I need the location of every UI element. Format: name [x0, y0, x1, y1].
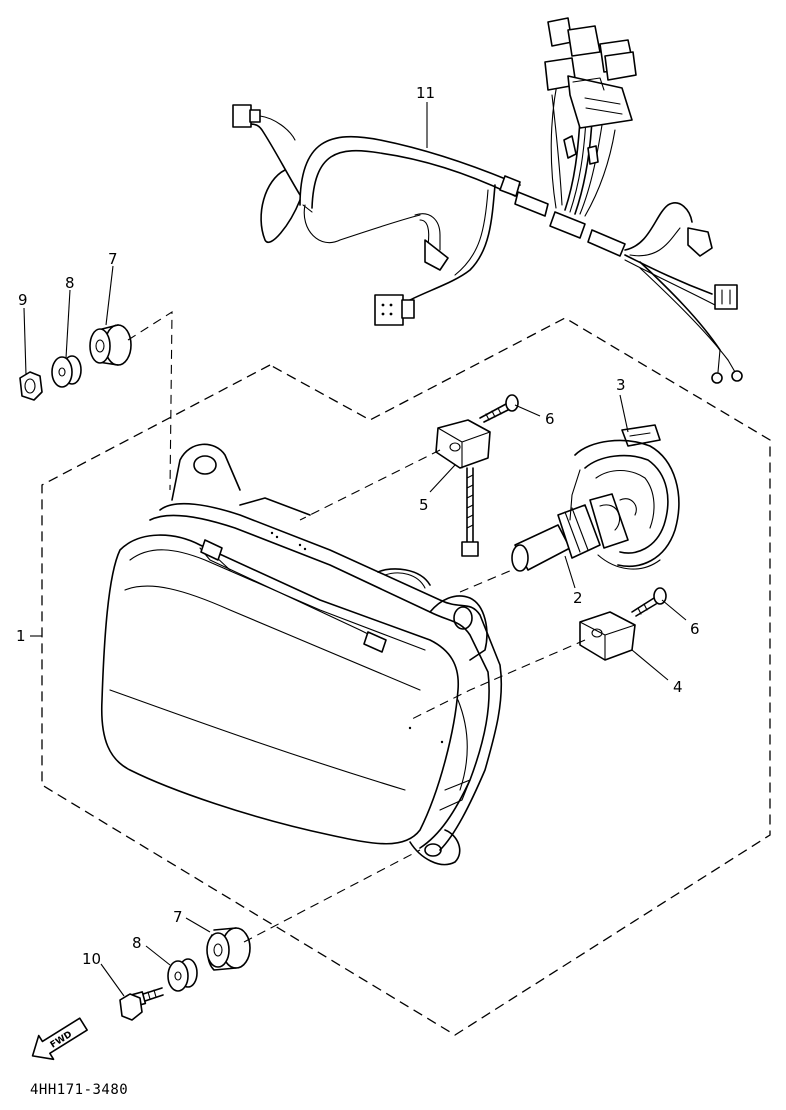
connector-icon	[714, 284, 738, 310]
callout-6: 6	[545, 410, 555, 428]
callout-5: 5	[419, 496, 429, 514]
callout-4: 4	[673, 678, 683, 696]
adjuster-part-4	[579, 611, 636, 661]
guide-line	[243, 849, 421, 943]
collar-part-8	[51, 355, 82, 388]
guide-line	[127, 310, 173, 491]
forward-arrow-icon: FWD	[31, 1017, 88, 1061]
callout-8: 8	[65, 274, 75, 292]
bulb-part-2	[511, 493, 629, 572]
connector-cluster-icon	[544, 17, 637, 129]
adjuster-part-5	[435, 419, 491, 557]
wire-harness-part-11	[232, 17, 743, 384]
assembly-boundary	[41, 317, 771, 1036]
screw-part-6	[631, 587, 667, 617]
headlight-assembly-part-1	[100, 443, 503, 866]
bolt-part-10	[119, 987, 164, 1021]
leader-lines	[23, 102, 687, 997]
callout-8: 8	[132, 934, 142, 952]
callout-6: 6	[690, 620, 700, 638]
callout-11: 11	[416, 84, 435, 102]
guide-line	[409, 639, 586, 721]
screw-part-6	[479, 394, 519, 423]
callout-1: 1	[16, 627, 26, 645]
connector-icon	[232, 104, 261, 128]
grommet-part-7	[89, 324, 132, 366]
guide-line	[459, 569, 513, 593]
callout-7: 7	[108, 250, 118, 268]
callout-7: 7	[173, 908, 183, 926]
callout-3: 3	[616, 376, 626, 394]
connector-icon	[374, 294, 415, 326]
callout-2: 2	[573, 589, 583, 607]
grommet-part-7	[206, 927, 251, 971]
callout-9: 9	[18, 291, 28, 309]
diagram-code: 4HH171-3480	[30, 1082, 128, 1098]
bulb-holder-part-3	[569, 424, 680, 570]
nut-part-9	[19, 371, 43, 401]
collar-part-8	[167, 958, 198, 992]
callout-10: 10	[82, 950, 101, 968]
guide-line	[299, 449, 441, 521]
